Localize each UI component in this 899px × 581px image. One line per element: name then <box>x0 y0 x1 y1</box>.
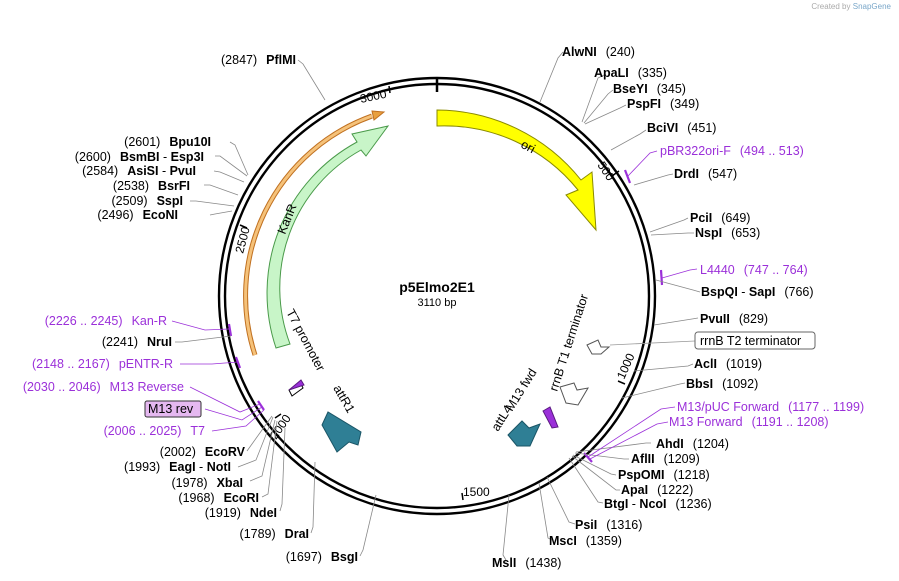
left-site-labels: (2847)PflMI (2601)Bpu10I (2600)BsmBI - E… <box>75 53 358 564</box>
site-eagi-noti[interactable]: (1993)EagI - NotI <box>124 460 231 474</box>
site-psii[interactable]: PsiI(1316) <box>575 518 642 532</box>
attl4-arrow[interactable] <box>507 420 541 447</box>
attr1-arrow[interactable] <box>321 411 362 453</box>
primer-kan-r[interactable]: (2226 .. 2245)Kan-R <box>45 314 167 328</box>
primer-m13-puc-forward[interactable]: M13/pUC Forward(1177 .. 1199) <box>677 400 864 414</box>
rrnb-t1-label: rrnB T1 terminator <box>547 292 592 393</box>
site-bpu10i[interactable]: (2601)Bpu10I <box>124 135 211 149</box>
primer-pbr322ori-f[interactable]: pBR322ori-F(494 .. 513) <box>660 144 804 158</box>
site-nspi[interactable]: NspI(653) <box>695 226 760 240</box>
credit-prefix: Created by <box>811 2 851 11</box>
site-ahdi[interactable]: AhdI(1204) <box>656 437 729 451</box>
m13fwd-arrow[interactable] <box>542 406 559 429</box>
orange-arrow-head <box>371 110 386 121</box>
site-pvuii[interactable]: PvuII(829) <box>700 312 768 326</box>
rrnb-t2-arrow[interactable] <box>586 339 611 355</box>
right-primer-leaders <box>587 150 698 460</box>
ori-feature-arrow[interactable] <box>436 109 597 232</box>
site-apali[interactable]: ApaLI(335) <box>594 66 667 80</box>
site-drai[interactable]: (1789)DraI <box>240 527 309 541</box>
left-primer-leaders <box>171 320 265 432</box>
right-site-labels: AlwNI(240) ApaLI(335) BseYI(345) PspFI(3… <box>492 45 814 570</box>
site-pcii[interactable]: PciI(649) <box>690 211 750 225</box>
left-leaders <box>175 59 377 557</box>
primer-pentr-r[interactable]: (2148 .. 2167)pENTR-R <box>32 357 173 371</box>
site-bsrfi[interactable]: (2538)BsrFI <box>113 179 190 193</box>
primer-m13-reverse[interactable]: (2030 .. 2046)M13 Reverse <box>23 380 184 394</box>
site-econi[interactable]: (2496)EcoNI <box>97 208 178 222</box>
attr1-label: attR1 <box>330 383 357 416</box>
ori-label: ori <box>519 137 538 156</box>
site-pspomi[interactable]: PspOMI(1218) <box>618 468 710 482</box>
site-ndei[interactable]: (1919)NdeI <box>205 506 277 520</box>
tick-2500: 2500 <box>232 225 253 255</box>
site-bsmbi-esp3i[interactable]: (2600)BsmBI - Esp3I <box>75 150 204 164</box>
site-msci[interactable]: MscI(1359) <box>549 534 622 548</box>
site-nrui[interactable]: (2241)NruI <box>102 335 172 349</box>
site-bcivi[interactable]: BciVI(451) <box>647 121 716 135</box>
right-leaders <box>502 51 701 561</box>
site-ecorv[interactable]: (2002)EcoRV <box>160 445 246 459</box>
site-alwni[interactable]: AlwNI(240) <box>562 45 635 59</box>
site-asisi-pvui[interactable]: (2584)AsiSI - PvuI <box>82 164 196 178</box>
primer-l4440[interactable]: L4440(747 .. 764) <box>700 263 808 277</box>
site-btgi-ncoi[interactable]: BtgI - NcoI(1236) <box>604 497 712 511</box>
rrnb-t2-leader <box>609 340 696 346</box>
rrnb-t2-box <box>694 331 816 350</box>
backbone <box>217 76 657 516</box>
primer-t7[interactable]: (2006 .. 2025)T7 <box>104 424 205 438</box>
site-pflmi[interactable]: (2847)PflMI <box>221 53 296 67</box>
plasmid-size: 3110 bp <box>418 297 457 309</box>
site-pspfi[interactable]: PspFI(349) <box>627 97 699 111</box>
snapgene-credit: Created by SnapGene <box>811 2 891 11</box>
t7-primer-mark <box>288 379 305 391</box>
m13-rev-box[interactable] <box>144 400 202 418</box>
site-apai[interactable]: ApaI(1222) <box>621 483 693 497</box>
m13fwd-label: M13 fwd <box>503 366 540 414</box>
primer-labels: pBR322ori-F(494 .. 513) L4440(747 .. 764… <box>23 144 864 438</box>
rrnb-t1-arrow[interactable] <box>559 382 589 406</box>
site-aflii[interactable]: AflII(1209) <box>631 452 700 466</box>
site-drdi[interactable]: DrdI(547) <box>674 167 737 181</box>
plasmid-name: p5Elmo2E1 <box>399 279 475 295</box>
m13-rev-label: M13 rev <box>148 402 194 416</box>
site-bsgi[interactable]: (1697)BsgI <box>286 550 358 564</box>
site-bbsi[interactable]: BbsI(1092) <box>686 377 758 391</box>
site-ecori[interactable]: (1968)EcoRI <box>178 491 259 505</box>
rrnb-t2-label: rrnB T2 terminator <box>700 334 801 348</box>
tick-3000: 3000 <box>359 87 388 106</box>
site-acli[interactable]: AclI(1019) <box>694 357 762 371</box>
site-bspqi-sapi[interactable]: BspQI - SapI(766) <box>701 285 814 299</box>
kanr-feature-arrow[interactable] <box>266 125 390 349</box>
primer-m13-forward[interactable]: M13 Forward(1191 .. 1208) <box>669 415 829 429</box>
site-xbai[interactable]: (1978)XbaI <box>171 476 243 490</box>
site-bseyi[interactable]: BseYI(345) <box>613 82 686 96</box>
site-msli[interactable]: MslI(1438) <box>492 556 561 570</box>
credit-brand: SnapGene <box>852 2 891 11</box>
site-sspi[interactable]: (2509)SspI <box>111 194 183 208</box>
t7-promoter-label: T7 promoter <box>283 307 327 374</box>
tick-1500: 1500 <box>463 485 490 499</box>
